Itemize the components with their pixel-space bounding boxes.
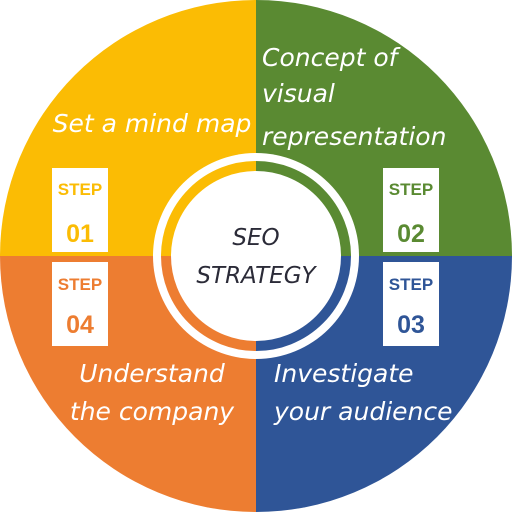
step-badge-3-label: STEP <box>389 275 433 294</box>
step-badge-2-box <box>383 168 439 252</box>
quadrant-4-caption-line-2: the company <box>70 397 235 426</box>
center-title-line-2: STRATEGY <box>196 263 317 289</box>
step-badge-4-box <box>52 262 108 346</box>
step-badge-1-number: 01 <box>66 220 94 248</box>
quadrant-2-caption-line-3: representation <box>262 122 446 151</box>
step-badge-2-label: STEP <box>389 180 433 199</box>
step-badge-3-box <box>383 262 439 346</box>
step-badge-2-number: 02 <box>397 220 425 248</box>
quadrant-4-caption-line-1: Understand <box>79 359 225 388</box>
step-badge-4-label: STEP <box>58 275 102 294</box>
quadrant-2-caption-line-2: visual <box>262 79 335 108</box>
step-badge-1: STEP 01 <box>52 168 108 252</box>
center-ring-segment-4 <box>161 255 257 351</box>
quadrant-3-caption-line-1: Investigate <box>274 359 414 388</box>
step-badge-3-number: 03 <box>397 311 425 339</box>
step-badge-1-box <box>52 168 108 252</box>
center-hub <box>174 174 338 338</box>
step-badge-1-label: STEP <box>58 180 102 199</box>
step-badge-2: STEP 02 <box>383 168 439 252</box>
step-badge-3: STEP 03 <box>383 262 439 346</box>
center-ring-segment-1 <box>161 161 257 257</box>
step-badge-4: STEP 04 <box>52 262 108 346</box>
quadrant-2-caption-line-1: Concept of <box>262 43 401 72</box>
quadrant-1-caption-line-1: Set a mind map <box>53 109 252 138</box>
center-title-line-1: SEO <box>232 225 279 251</box>
center-ring-segment-3 <box>255 255 351 351</box>
center-ring-segment-2 <box>255 161 351 257</box>
quadrant-3-caption-line-2: your audience <box>273 397 453 426</box>
step-badge-4-number: 04 <box>66 311 94 339</box>
